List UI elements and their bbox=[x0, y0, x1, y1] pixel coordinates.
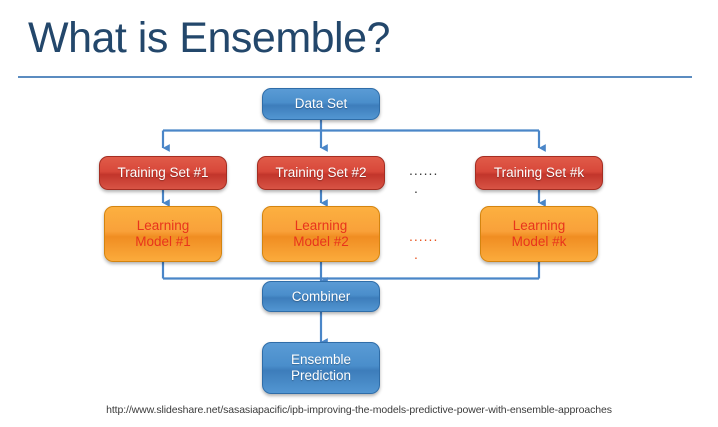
node-learning-model-1-line1: Learning bbox=[136, 218, 190, 233]
node-learning-model-k-line1: Learning bbox=[512, 218, 566, 233]
source-url[interactable]: http://www.slideshare.net/sasasiapacific… bbox=[106, 404, 612, 416]
model-row-ellipsis: ...... bbox=[409, 228, 439, 244]
node-training-set-1-label: Training Set #1 bbox=[117, 165, 209, 180]
page-title: What is Ensemble? bbox=[28, 14, 390, 62]
node-combiner[interactable]: Combiner bbox=[262, 281, 380, 312]
node-learning-model-k-line2: Model #k bbox=[511, 234, 567, 249]
training-row-ellipsis-dot: . bbox=[414, 180, 418, 196]
node-training-set-k[interactable]: Training Set #k bbox=[475, 156, 603, 190]
node-training-set-2-label: Training Set #2 bbox=[275, 165, 367, 180]
title-divider bbox=[18, 76, 692, 78]
model-row-ellipsis-dot: . bbox=[414, 246, 418, 262]
node-ensemble-prediction-line1: Ensemble bbox=[290, 352, 352, 367]
node-data-set-label: Data Set bbox=[294, 96, 348, 111]
training-row-ellipsis: ...... bbox=[409, 162, 439, 178]
node-learning-model-2-line2: Model #2 bbox=[293, 234, 349, 249]
node-learning-model-2-line1: Learning bbox=[294, 218, 348, 233]
node-training-set-2[interactable]: Training Set #2 bbox=[257, 156, 385, 190]
node-training-set-k-label: Training Set #k bbox=[493, 165, 585, 180]
node-data-set[interactable]: Data Set bbox=[262, 88, 380, 120]
node-learning-model-1-line2: Model #1 bbox=[135, 234, 191, 249]
node-ensemble-prediction-line2: Prediction bbox=[290, 368, 352, 383]
node-combiner-label: Combiner bbox=[291, 288, 351, 304]
node-training-set-1[interactable]: Training Set #1 bbox=[99, 156, 227, 190]
